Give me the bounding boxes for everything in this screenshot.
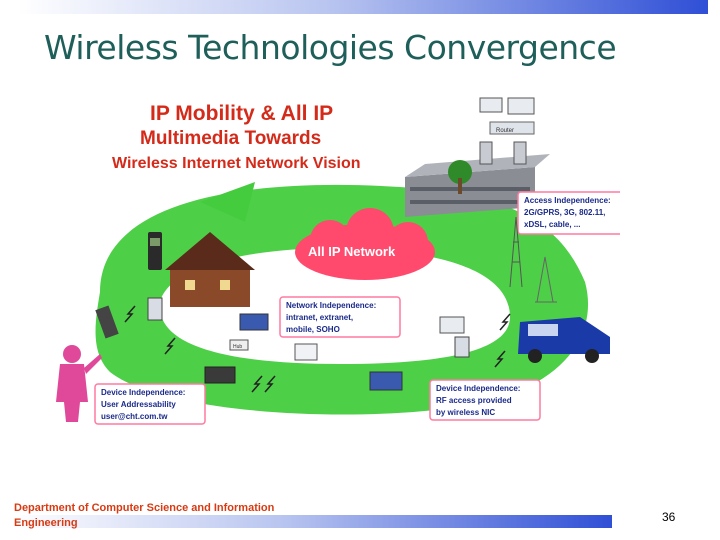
cell-tower-icon <box>509 216 523 288</box>
diagram-label: Network Independence: <box>286 301 376 310</box>
laptop-icon-1 <box>239 313 269 331</box>
slide-title: Wireless Technologies Convergence <box>44 28 617 67</box>
device-independence-box-left: Device Independence: User Addressability… <box>94 383 206 425</box>
mobile-phone-icon <box>148 232 162 270</box>
diagram-label: xDSL, cable, ... <box>524 220 580 229</box>
arc-arrowhead <box>200 182 255 222</box>
footer-gradient-bar <box>12 515 612 528</box>
diagram-label: Device Independence: <box>101 388 185 397</box>
pda-icon <box>95 305 119 339</box>
handheld-computer-icon <box>204 366 236 384</box>
headline-line-1: IP Mobility & All IP <box>150 102 333 125</box>
person-icon <box>56 345 102 422</box>
all-ip-network-cloud: All IP Network <box>295 208 435 280</box>
diagram-label: Hub <box>233 344 242 350</box>
hub-icon: Hub <box>229 339 249 351</box>
diagram-label: RF access provided <box>436 396 512 405</box>
wireless-signal-icon <box>124 305 511 393</box>
printer-icon <box>294 343 318 361</box>
device-independence-box-right: Device Independence: RF access provided … <box>429 379 541 421</box>
diagram-label: User Addressability <box>101 400 176 409</box>
page-number: 36 <box>662 510 676 524</box>
payphone-icon-2 <box>454 336 470 358</box>
satellite-antenna-icon <box>535 256 557 303</box>
diagram-label: Router <box>496 128 514 134</box>
diagram-label: mobile, SOHO <box>286 325 340 334</box>
van-icon <box>518 317 610 363</box>
network-vision-diagram: IP Mobility & All IP Multimedia Towards … <box>56 97 620 425</box>
fax-icon <box>439 316 465 334</box>
diagram-label: 2G/GPRS, 3G, 802.11, <box>524 208 605 217</box>
network-independence-box: Network Independence: intranet, extranet… <box>279 296 401 338</box>
access-independence-box: Access Independence: 2G/GPRS, 3G, 802.11… <box>517 191 620 235</box>
desktop-computer-icon <box>479 97 535 115</box>
server-icon <box>479 141 527 165</box>
cloud-label: All IP Network <box>308 244 396 259</box>
footer-department: Department of Computer Science and Infor… <box>14 502 275 529</box>
headline-line-2: Multimedia Towards <box>140 128 321 149</box>
headline-line-3: Wireless Internet Network Vision <box>112 155 361 172</box>
diagram-label: user@cht.com.tw <box>101 412 168 421</box>
house-icon <box>165 232 255 307</box>
diagram-label: intranet, extranet, <box>286 313 353 322</box>
diagram-label: by wireless NIC <box>436 408 495 417</box>
router-icon: Router <box>489 121 535 135</box>
top-gradient-bar <box>18 0 708 14</box>
payphone-icon <box>147 297 163 321</box>
diagram-label: Device Independence: <box>436 384 520 393</box>
laptop-icon-2 <box>369 371 403 391</box>
diagram-label: Access Independence: <box>524 196 611 205</box>
